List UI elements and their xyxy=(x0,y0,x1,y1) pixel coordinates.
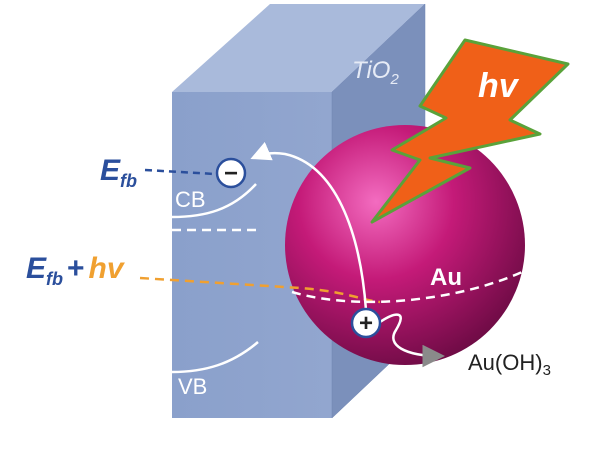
fermi-level-label: Efb xyxy=(100,154,137,191)
conduction-band-curve xyxy=(171,183,257,219)
hole-badge: + xyxy=(350,307,382,339)
hole-symbol: + xyxy=(359,310,373,337)
valence-band-curve xyxy=(171,341,259,374)
hole-oxidation-arrow xyxy=(379,313,445,368)
conduction-band-label: CB xyxy=(175,187,206,212)
valence-band-label: VB xyxy=(178,374,207,399)
particle-label: Au xyxy=(430,264,462,291)
shifted-fermi-level-label: Efb+hv xyxy=(26,252,126,289)
electron-transfer-arrow xyxy=(250,141,368,311)
light-label: hv xyxy=(478,67,520,105)
gold-nanoparticle xyxy=(285,125,525,365)
lightning-bolt-icon xyxy=(370,38,570,224)
block-top-face xyxy=(172,4,425,92)
product-label: Au(OH)3 xyxy=(468,350,551,379)
electron-symbol: − xyxy=(224,160,238,187)
semiconductor-label: TiO2 xyxy=(352,57,399,88)
electron-badge: − xyxy=(215,157,247,189)
